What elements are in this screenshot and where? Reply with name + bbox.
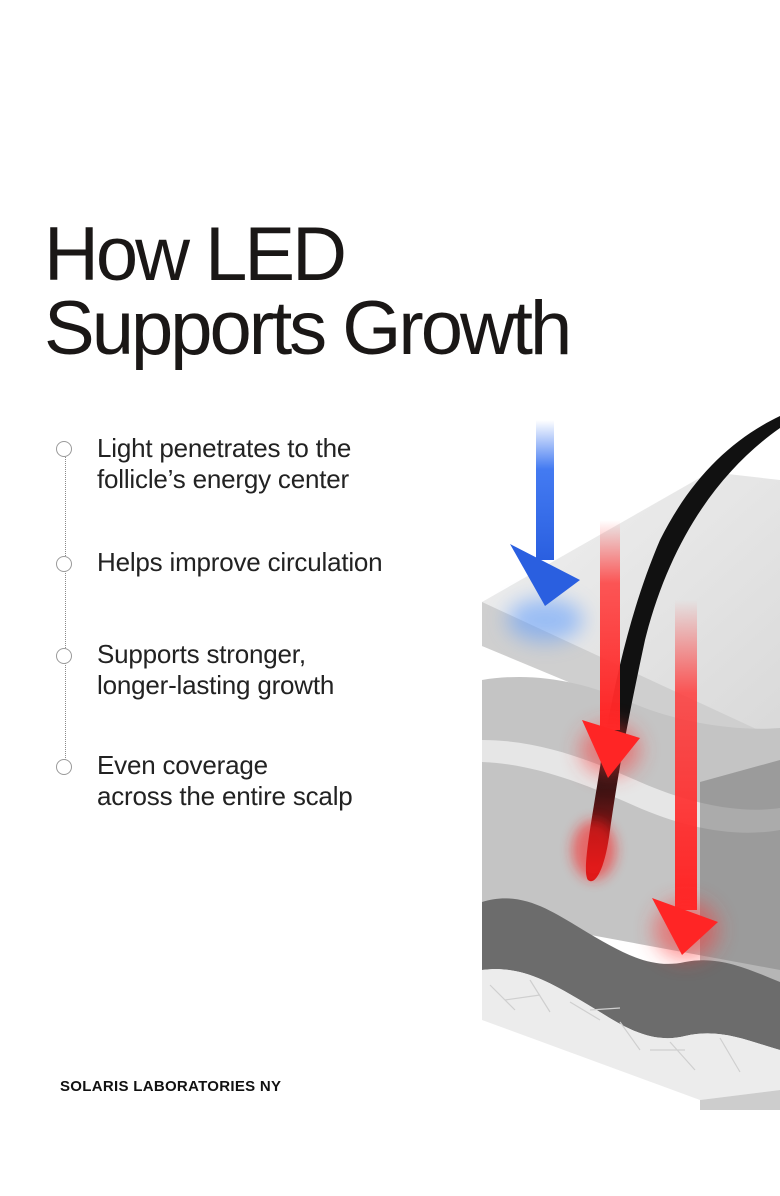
brand-name: SOLARIS LABORATORIES NY: [60, 1078, 282, 1095]
red-light-beam-2: [675, 600, 697, 910]
timeline-connector: [65, 452, 66, 770]
bullet-circle-icon: [56, 759, 72, 775]
bullet-circle-icon: [56, 648, 72, 664]
benefit-item-4: Even coverage across the entire scalp: [97, 750, 427, 812]
follicle-glow: [572, 820, 616, 880]
tissue-texture: [489, 979, 741, 1073]
bullet-circle-icon: [56, 556, 72, 572]
benefit-2-line-1: Helps improve circulation: [97, 547, 383, 577]
benefit-3-line-2: longer-lasting growth: [97, 670, 335, 700]
benefit-4-line-2: across the entire scalp: [97, 781, 353, 811]
benefit-1-line-1: Light penetrates to the: [97, 433, 352, 463]
benefit-item-1: Light penetrates to the follicle’s energ…: [97, 433, 427, 495]
bullet-circle-icon: [56, 441, 72, 457]
scalp-cross-section-illustration: [482, 416, 780, 1110]
benefit-1-line-2: follicle’s energy center: [97, 464, 349, 494]
red-light-arrow-icon: [582, 720, 640, 778]
blue-light-arrow-icon: [510, 544, 580, 606]
benefit-item-3: Supports stronger, longer-lasting growth: [97, 639, 427, 701]
red-light-beam-1: [600, 520, 620, 730]
benefit-item-2: Helps improve circulation: [97, 547, 427, 578]
red-light-arrow-icon: [652, 898, 718, 955]
base-edge: [700, 1090, 780, 1110]
page-title: How LED Supports Growth: [44, 212, 572, 371]
benefit-4-line-1: Even coverage: [97, 750, 268, 780]
subcutaneous-layer: [482, 898, 780, 1050]
dermis-shadow: [700, 760, 780, 1010]
title-line-1: How LED: [44, 212, 347, 297]
skin-top-surface: [482, 472, 780, 740]
blue-light-glow: [507, 598, 583, 642]
base-tissue-layer: [482, 969, 780, 1100]
benefit-3-line-1: Supports stronger,: [97, 639, 306, 669]
blue-light-beam: [536, 420, 554, 560]
title-line-2: Supports Growth: [44, 286, 572, 371]
